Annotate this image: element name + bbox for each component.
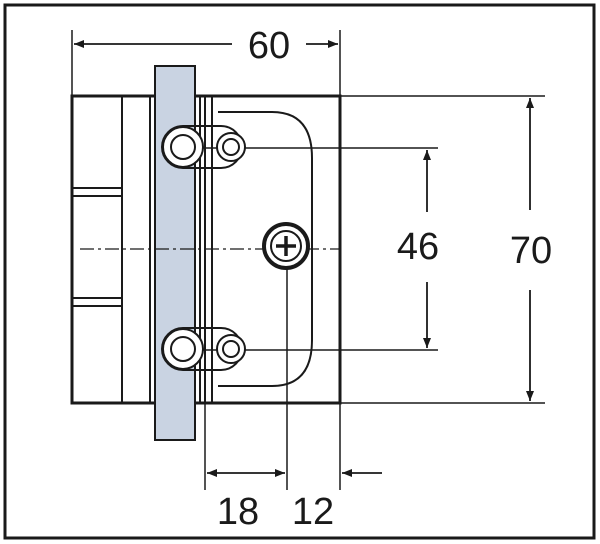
dimension-lines (74, 40, 534, 477)
height-dimension-label: 70 (510, 230, 552, 272)
width-dimension-label: 60 (248, 25, 290, 67)
top-bolt-icon (161, 125, 246, 169)
glass-offset-dimension-label: 18 (217, 491, 259, 533)
phillips-screw-icon (262, 222, 310, 270)
glass-pane (154, 65, 196, 441)
hole-spacing-dimension-label: 46 (397, 226, 439, 268)
drawing-frame (3, 3, 596, 540)
bottom-bolt-icon (161, 327, 246, 371)
wall-offset-dimension-label: 12 (292, 491, 334, 533)
